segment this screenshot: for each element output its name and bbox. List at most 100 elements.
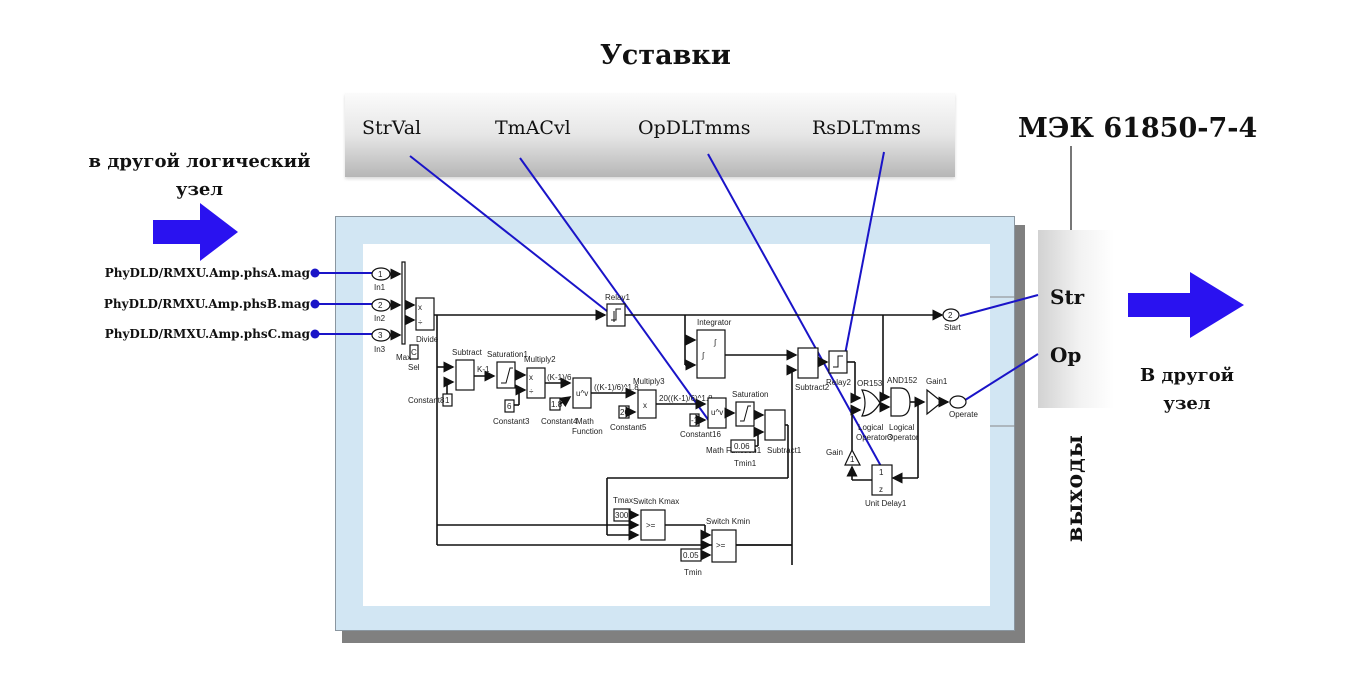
svg-text:300: 300 xyxy=(615,511,629,520)
settings-links xyxy=(409,151,1039,469)
svg-text:20((K-1)/6)^1.8: 20((K-1)/6)^1.8 xyxy=(659,394,713,403)
link-opdltmms xyxy=(707,153,883,469)
svg-text:∫: ∫ xyxy=(713,338,717,347)
svg-text:Constant4: Constant4 xyxy=(541,417,578,426)
output-op[interactable]: Op xyxy=(1050,343,1082,367)
svg-text:x: x xyxy=(643,401,647,410)
input-caption-line2: узел xyxy=(175,179,224,200)
svg-text:AND152: AND152 xyxy=(887,376,918,385)
svg-text:Switch Kmax: Switch Kmax xyxy=(633,497,679,506)
svg-text:Function: Function xyxy=(572,427,603,436)
svg-text:1: 1 xyxy=(879,468,884,477)
svg-text:Divide: Divide xyxy=(416,335,439,344)
svg-text:Multiply2: Multiply2 xyxy=(524,355,556,364)
svg-text:0.06: 0.06 xyxy=(734,442,750,451)
standard-label: МЭК 61850-7-4 xyxy=(1018,113,1258,144)
link-strval xyxy=(409,155,613,316)
svg-text:Constant16: Constant16 xyxy=(680,430,721,439)
setting-tmacvl[interactable]: TmACvl xyxy=(495,117,571,139)
svg-text:>=: >= xyxy=(716,541,726,550)
svg-text:Math: Math xyxy=(576,417,594,426)
output-arrow-icon xyxy=(1128,272,1244,338)
svg-text:x: x xyxy=(529,373,533,382)
svg-text:In1: In1 xyxy=(374,283,386,292)
svg-text:2: 2 xyxy=(948,311,953,320)
output-str[interactable]: Str xyxy=(1050,285,1085,309)
svg-text:In3: In3 xyxy=(374,345,386,354)
svg-text:20: 20 xyxy=(620,408,629,417)
svg-text:1.8: 1.8 xyxy=(551,400,563,409)
setting-opdltmms[interactable]: OpDLTmms xyxy=(638,117,751,139)
svg-text:Tmin1: Tmin1 xyxy=(734,459,757,468)
svg-text:Constant8: Constant8 xyxy=(408,396,445,405)
svg-text:K-1: K-1 xyxy=(477,365,490,374)
link-op xyxy=(961,353,1039,403)
output-caption: В другой узел xyxy=(1128,362,1246,418)
svg-text:1: 1 xyxy=(850,455,855,464)
settings-panel xyxy=(345,93,955,177)
svg-text:(K-1)/6: (K-1)/6 xyxy=(547,373,572,382)
svg-text:u^v: u^v xyxy=(711,408,723,417)
svg-text:2: 2 xyxy=(378,301,383,310)
svg-text:((K-1)/6)^1.8: ((K-1)/6)^1.8 xyxy=(594,383,639,392)
svg-text:1: 1 xyxy=(445,396,450,405)
svg-text:C: C xyxy=(411,348,417,357)
svg-text:Saturation1: Saturation1 xyxy=(487,350,528,359)
svg-text:>=: >= xyxy=(646,521,656,530)
svg-text:Subtract1: Subtract1 xyxy=(767,446,802,455)
input-caption: в другой логический узел xyxy=(72,148,327,204)
svg-text:3: 3 xyxy=(378,331,383,340)
setting-strval[interactable]: StrVal xyxy=(362,117,422,139)
svg-text:Tmin: Tmin xyxy=(684,568,702,577)
svg-text:Start: Start xyxy=(944,323,962,332)
svg-text:Sel: Sel xyxy=(408,363,420,372)
svg-text:∫: ∫ xyxy=(701,351,705,360)
output-caption-line1: В другой xyxy=(1140,365,1234,386)
svg-text:Subtract2: Subtract2 xyxy=(795,383,830,392)
svg-text:1: 1 xyxy=(378,270,383,279)
svg-text:OR153: OR153 xyxy=(857,379,883,388)
svg-text:Subtract: Subtract xyxy=(452,348,483,357)
svg-text:Operator3: Operator3 xyxy=(856,433,893,442)
svg-text:Multiply3: Multiply3 xyxy=(633,377,665,386)
link-tmacvl xyxy=(519,157,713,426)
outputs-panel xyxy=(1038,230,1114,408)
svg-text:Logical: Logical xyxy=(889,423,915,432)
svg-text:Gain1: Gain1 xyxy=(926,377,948,386)
setting-rsdltmms[interactable]: RsDLTmms xyxy=(812,117,921,139)
svg-text:0.05: 0.05 xyxy=(683,551,699,560)
svg-text:Constant5: Constant5 xyxy=(610,423,647,432)
input-arrow-icon xyxy=(153,203,238,261)
svg-text:Integrator: Integrator xyxy=(697,318,732,327)
svg-text:Operate: Operate xyxy=(949,410,978,419)
output-caption-line2: узел xyxy=(1163,393,1211,414)
simulink-model: 1 In1 2 In2 3 In3 Max C Sel x ÷ Divide R… xyxy=(371,261,1015,577)
svg-text:Saturation: Saturation xyxy=(732,390,768,399)
svg-text:z: z xyxy=(879,485,883,494)
svg-text:÷: ÷ xyxy=(529,387,534,396)
svg-text:Logical: Logical xyxy=(858,423,884,432)
signal-phsb: PhyDLD/RMXU.Amp.phsB.mag xyxy=(103,297,310,311)
svg-text:Relay1: Relay1 xyxy=(605,293,630,302)
signal-phsc: PhyDLD/RMXU.Amp.phsC.mag xyxy=(104,327,310,341)
svg-text:Tmax: Tmax xyxy=(613,496,633,505)
input-links xyxy=(310,268,378,339)
settings-title: Уставки xyxy=(600,40,731,71)
svg-text:x: x xyxy=(418,303,422,312)
link-rsdltmms xyxy=(841,151,885,371)
svg-text:In2: In2 xyxy=(374,314,386,323)
svg-text:Operator: Operator xyxy=(887,433,919,442)
svg-text:Unit Delay1: Unit Delay1 xyxy=(865,499,907,508)
signal-phsa: PhyDLD/RMXU.Amp.phsA.mag xyxy=(104,266,310,280)
svg-text:Constant3: Constant3 xyxy=(493,417,530,426)
svg-text:Switch Kmin: Switch Kmin xyxy=(706,517,750,526)
svg-text:Gain: Gain xyxy=(826,448,843,457)
svg-text:6: 6 xyxy=(507,402,512,411)
svg-text:-1: -1 xyxy=(691,416,699,425)
svg-text:Max: Max xyxy=(396,353,411,362)
svg-text:Relay2: Relay2 xyxy=(826,378,851,387)
svg-text:u^v: u^v xyxy=(576,389,588,398)
link-str xyxy=(959,294,1039,317)
input-caption-line1: в другой логический xyxy=(88,151,311,172)
